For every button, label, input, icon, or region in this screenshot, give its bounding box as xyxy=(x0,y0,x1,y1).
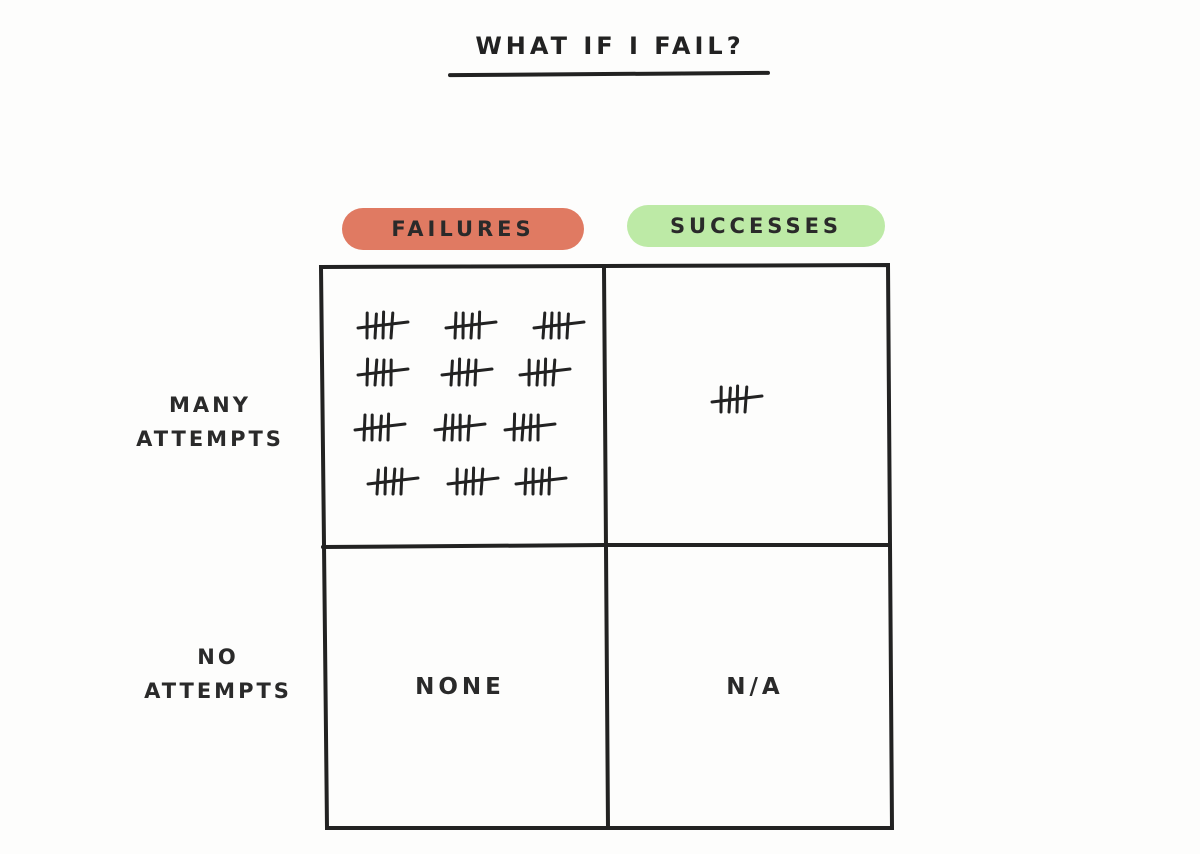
tally-stroke xyxy=(365,357,370,387)
tally-cross-stroke xyxy=(518,367,572,377)
successes-header: SUCCESSES xyxy=(627,205,885,247)
tally-group xyxy=(503,412,557,442)
tally-group xyxy=(710,384,764,414)
row-label-no-line1: NO xyxy=(197,645,239,669)
tally-group xyxy=(356,357,410,387)
tally-cross-stroke xyxy=(710,394,764,404)
tally-stroke xyxy=(479,467,485,496)
tally-cross-stroke xyxy=(356,320,410,330)
tally-cross-stroke xyxy=(366,476,420,486)
tally-group xyxy=(446,466,500,496)
tally-cross-stroke xyxy=(356,367,410,377)
title: WHAT IF I FAIL? xyxy=(475,32,745,60)
tally-cross-stroke xyxy=(446,476,500,486)
tally-stroke xyxy=(399,467,404,496)
tally-cross-stroke xyxy=(503,422,557,432)
tally-stroke xyxy=(512,412,517,442)
tally-group xyxy=(444,310,498,340)
grid-vertical-divider xyxy=(602,266,610,830)
tally-cross-stroke xyxy=(353,422,407,432)
grid-horizontal-divider xyxy=(321,543,892,549)
tally-stroke xyxy=(466,414,471,442)
row-label-no-line2: ATTEMPTS xyxy=(144,679,292,703)
row-label-many-attempts: MANY ATTEMPTS xyxy=(110,388,310,456)
tally-cross-stroke xyxy=(532,320,586,330)
tally-cross-stroke xyxy=(514,476,568,486)
failures-header-label: FAILURES xyxy=(391,217,535,241)
tally-group xyxy=(518,357,572,387)
cell-no-failures: NONE xyxy=(415,674,505,700)
tally-stroke xyxy=(565,312,570,340)
tally-group xyxy=(532,311,586,340)
tally-group xyxy=(514,466,568,496)
tally-cross-stroke xyxy=(444,320,498,330)
tally-group xyxy=(366,466,420,496)
tally-stroke xyxy=(551,358,557,387)
tally-marks-successes xyxy=(710,384,764,414)
tally-group xyxy=(353,412,407,442)
tally-group xyxy=(356,310,410,340)
tally-group xyxy=(440,357,494,387)
successes-header-label: SUCCESSES xyxy=(669,214,843,238)
tally-group xyxy=(433,413,487,442)
tally-stroke xyxy=(473,358,478,387)
tally-marks-failures xyxy=(353,310,586,496)
tally-stroke xyxy=(743,385,749,414)
tally-cross-stroke xyxy=(433,422,487,432)
cell-no-successes: N/A xyxy=(726,674,784,700)
tally-stroke xyxy=(389,311,395,340)
failures-header: FAILURES xyxy=(342,208,584,250)
row-label-many-line2: ATTEMPTS xyxy=(136,427,284,451)
tally-cross-stroke xyxy=(440,367,494,377)
row-label-no-attempts: NO ATTEMPTS xyxy=(118,640,318,708)
row-label-many-line1: MANY xyxy=(169,393,251,417)
